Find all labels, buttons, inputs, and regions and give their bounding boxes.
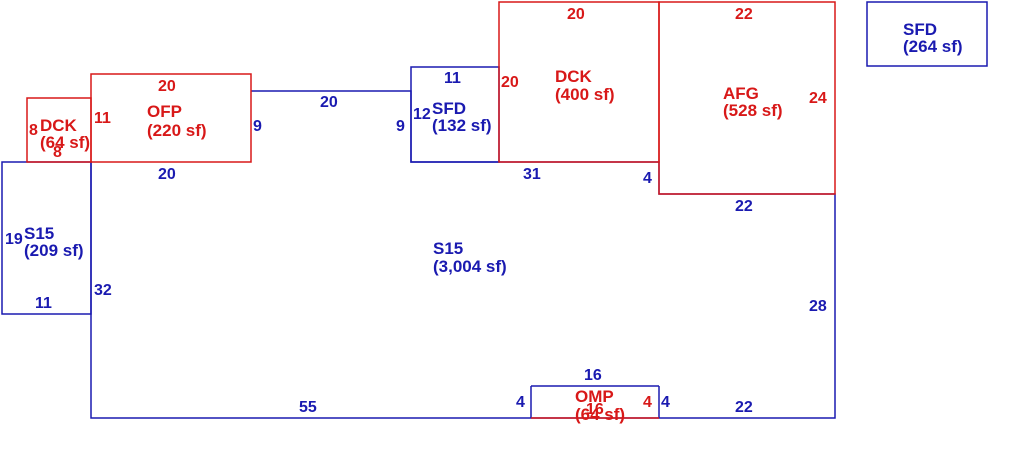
dimension-label: 20 <box>158 78 176 95</box>
dimension-label: 20 <box>501 74 519 91</box>
s15-left-label: S15 (209 sf) <box>24 224 84 260</box>
sfd-detached-outline <box>866 1 988 67</box>
dimension-label: 22 <box>735 198 753 215</box>
dimension-label: 4 <box>643 394 652 411</box>
dimension-label: 20 <box>320 94 338 111</box>
dimension-label: 28 <box>809 298 827 315</box>
dimension-label: 4 <box>661 394 670 411</box>
area-code: DCK <box>40 116 78 135</box>
sfd-detached-label: SFD (264 sf) <box>903 20 963 56</box>
dimension-label: 9 <box>396 118 405 135</box>
afg-label: AFG (528 sf) <box>723 84 783 120</box>
dimension-label: 8 <box>29 122 38 139</box>
dimension-label: 11 <box>94 110 111 127</box>
area-size: (132 sf) <box>432 116 492 135</box>
area-code: S15 <box>24 224 54 243</box>
area-size: (264 sf) <box>903 37 963 56</box>
dimension-label: 24 <box>809 90 827 107</box>
area-code: SFD <box>432 99 466 118</box>
dimension-label: 19 <box>5 231 23 248</box>
area-size: (528 sf) <box>723 101 783 120</box>
area-size: (64 sf) <box>40 133 90 152</box>
dimension-label: 11 <box>35 295 52 312</box>
dimension-label: 4 <box>516 394 525 411</box>
dimension-label: 22 <box>735 399 753 416</box>
dimension-label: 11 <box>444 70 461 87</box>
dimension-label: 12 <box>413 106 431 123</box>
dimension-label: 16 <box>584 367 602 384</box>
ofp-outline <box>90 73 252 163</box>
dimension-label: 9 <box>253 118 262 135</box>
s15-main-label: S15 (3,004 sf) <box>433 239 507 276</box>
sfd-small-label: SFD (132 sf) <box>432 99 492 135</box>
area-size: (400 sf) <box>555 85 615 104</box>
area-size: (3,004 sf) <box>433 257 507 276</box>
dimension-label: 8 <box>53 144 62 161</box>
ofp-label: OFP (220 sf) <box>147 102 207 140</box>
area-size: (220 sf) <box>147 121 207 140</box>
area-size: (64 sf) <box>575 405 625 424</box>
dimension-label: 4 <box>643 170 652 187</box>
dimension-label: 20 <box>158 166 176 183</box>
dimension-label: 20 <box>567 6 585 23</box>
dck-large-label: DCK (400 sf) <box>555 67 615 104</box>
dimension-label: 22 <box>735 6 753 23</box>
dimension-label: 55 <box>299 399 317 416</box>
area-code: SFD <box>903 20 937 39</box>
dimension-label: 31 <box>523 166 541 183</box>
area-code: OFP <box>147 102 182 121</box>
dimension-label: 16 <box>586 401 604 418</box>
area-code: S15 <box>433 239 463 258</box>
dck-small-label: DCK (64 sf) <box>40 116 90 152</box>
omp-label: OMP (64 sf) <box>575 387 625 424</box>
area-size: (209 sf) <box>24 241 84 260</box>
area-code: DCK <box>555 67 593 86</box>
dimension-label: 32 <box>94 282 112 299</box>
area-code: AFG <box>723 84 759 103</box>
area-code: OMP <box>575 387 614 406</box>
afg-outline <box>658 1 836 195</box>
